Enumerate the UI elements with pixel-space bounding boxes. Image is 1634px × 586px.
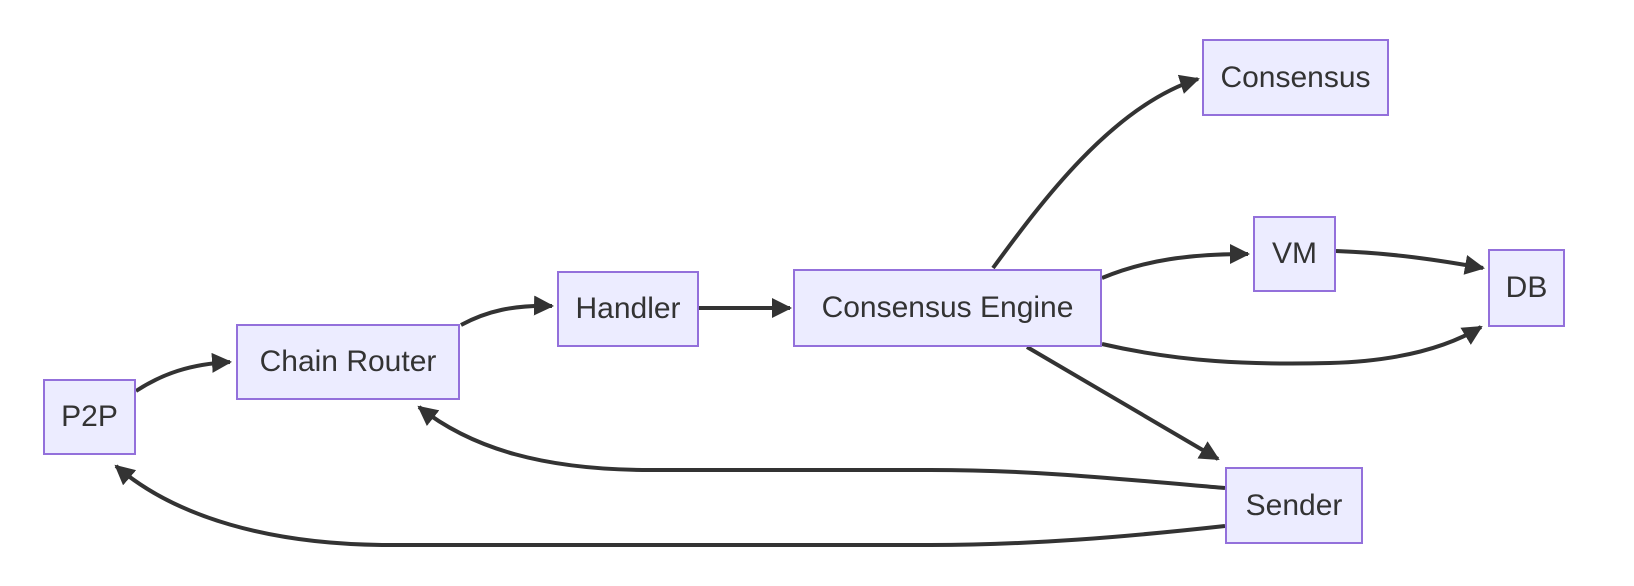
node-consensus: Consensus [1202, 39, 1389, 116]
node-consensus-label: Consensus [1220, 60, 1371, 94]
node-db-label: DB [1505, 271, 1548, 304]
node-vm-label: VM [1272, 237, 1317, 270]
node-consensus-engine: Consensus Engine [793, 269, 1102, 347]
node-sender-label: Sender [1245, 488, 1343, 522]
edge-p2p-to-chain-router [134, 352, 232, 393]
node-db: DB [1488, 249, 1565, 327]
node-handler: Handler [557, 271, 699, 347]
node-p2p-label: P2P [61, 400, 118, 433]
node-vm: VM [1253, 216, 1336, 292]
edge-vm-to-db [1335, 249, 1485, 275]
edge-chain-router-to-handler [460, 295, 554, 327]
node-sender: Sender [1225, 467, 1363, 544]
edge-consensus-engine-to-db [1101, 325, 1483, 366]
edge-consensus-engine-to-sender [1025, 345, 1220, 461]
edge-sender-to-p2p [114, 464, 1226, 547]
node-handler-label: Handler [575, 292, 681, 325]
node-chain-router: Chain Router [236, 324, 460, 400]
node-p2p: P2P [43, 379, 136, 455]
edge-consensus-engine-to-vm [1101, 244, 1250, 280]
node-chain-router-label: Chain Router [259, 345, 437, 378]
edge-sender-to-chain-router [417, 405, 1226, 490]
node-consensus-engine-label: Consensus Engine [821, 291, 1074, 324]
edge-consensus-engine-to-consensus [991, 74, 1200, 270]
